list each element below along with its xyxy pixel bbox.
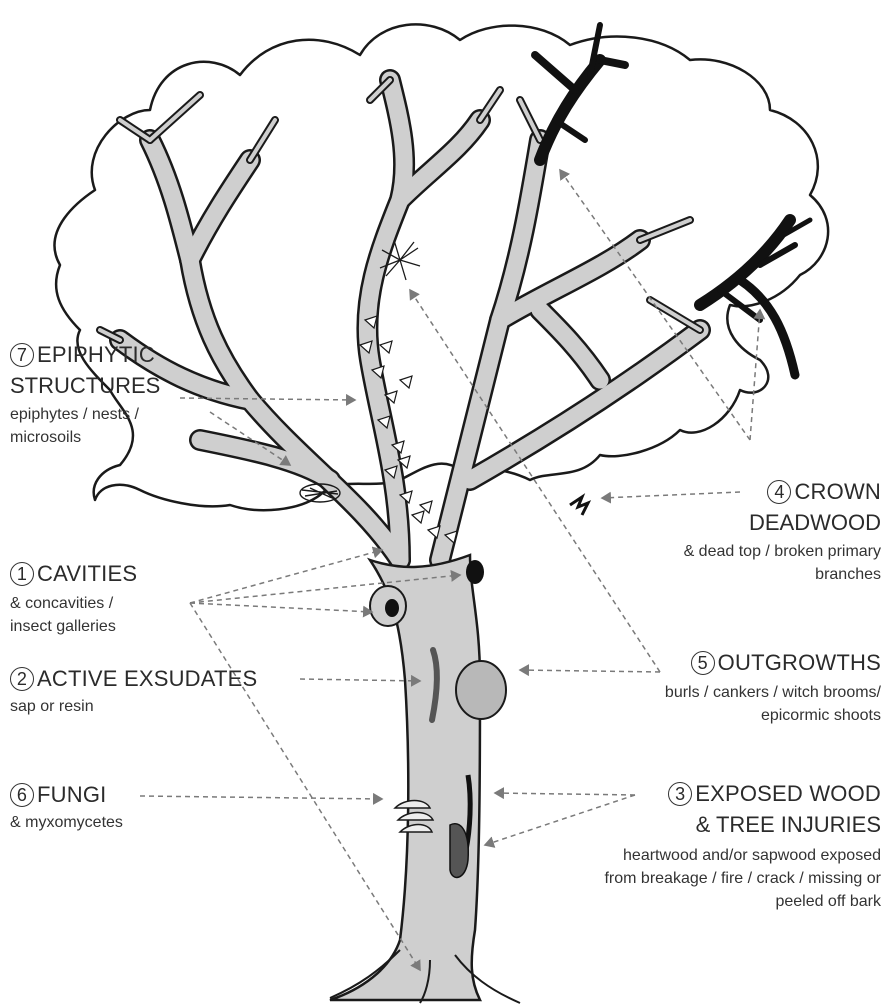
label-exposed-wood: 3 EXPOSED WOOD & TREE INJURIES heartwood…	[604, 782, 881, 913]
label-title: CAVITIES	[37, 563, 137, 585]
branches	[100, 80, 700, 560]
label-title-line1: EPIPHYTIC	[37, 344, 155, 366]
number-badge: 6	[10, 783, 34, 807]
crown-deadwood	[535, 25, 810, 375]
label-desc-line2: insect galleries	[10, 615, 137, 638]
label-desc-line2: epicormic shoots	[665, 704, 881, 727]
label-desc-line1: & dead top / broken primary	[684, 540, 881, 563]
number-badge: 3	[668, 782, 692, 806]
label-title-line1: CROWN	[794, 481, 881, 503]
number-badge: 7	[10, 343, 34, 367]
label-cavities: 1 CAVITIES & concavities / insect galler…	[10, 562, 137, 638]
label-desc-line1: epiphytes / nests /	[10, 403, 160, 426]
label-title-line2: STRUCTURES	[10, 375, 160, 397]
broken-branch	[570, 497, 588, 515]
number-badge: 1	[10, 562, 34, 586]
label-active-exsudates: 2 ACTIVE EXSUDATES sap or resin	[10, 667, 257, 718]
label-desc-line2: microsoils	[10, 426, 160, 449]
label-desc-line3: peeled off bark	[604, 890, 881, 913]
label-title-line1: EXPOSED WOOD	[695, 783, 881, 805]
label-outgrowths: 5 OUTGROWTHS burls / cankers / witch bro…	[665, 651, 881, 727]
burl	[456, 661, 506, 719]
number-badge: 4	[767, 480, 791, 504]
fungi-brackets	[395, 801, 433, 833]
label-desc-line1: & myxomycetes	[10, 811, 123, 834]
label-title: FUNGI	[37, 784, 106, 806]
label-desc-line2: branches	[684, 563, 881, 586]
label-title: OUTGROWTHS	[718, 652, 881, 674]
label-title-line2: DEADWOOD	[684, 512, 881, 534]
label-desc-line1: heartwood and/or sapwood exposed	[604, 844, 881, 867]
label-title: ACTIVE EXSUDATES	[37, 668, 257, 690]
number-badge: 2	[10, 667, 34, 691]
label-crown-deadwood: 4 CROWN DEADWOOD & dead top / broken pri…	[684, 480, 881, 586]
exposed-wood-scar	[450, 824, 468, 878]
label-title-line2: & TREE INJURIES	[604, 814, 881, 836]
crown-outline	[55, 24, 829, 510]
label-desc-line2: from breakage / fire / crack / missing o…	[604, 867, 881, 890]
label-fungi: 6 FUNGI & myxomycetes	[10, 783, 123, 834]
number-badge: 5	[691, 651, 715, 675]
label-desc-line1: & concavities /	[10, 592, 137, 615]
trunk	[330, 555, 480, 1000]
label-desc-line1: sap or resin	[10, 695, 257, 718]
cavity-knot-hole	[385, 599, 399, 617]
cavity-hole	[466, 560, 484, 584]
label-epiphytic-structures: 7 EPIPHYTIC STRUCTURES epiphytes / nests…	[10, 343, 160, 449]
label-desc-line1: burls / cankers / witch brooms/	[665, 681, 881, 704]
